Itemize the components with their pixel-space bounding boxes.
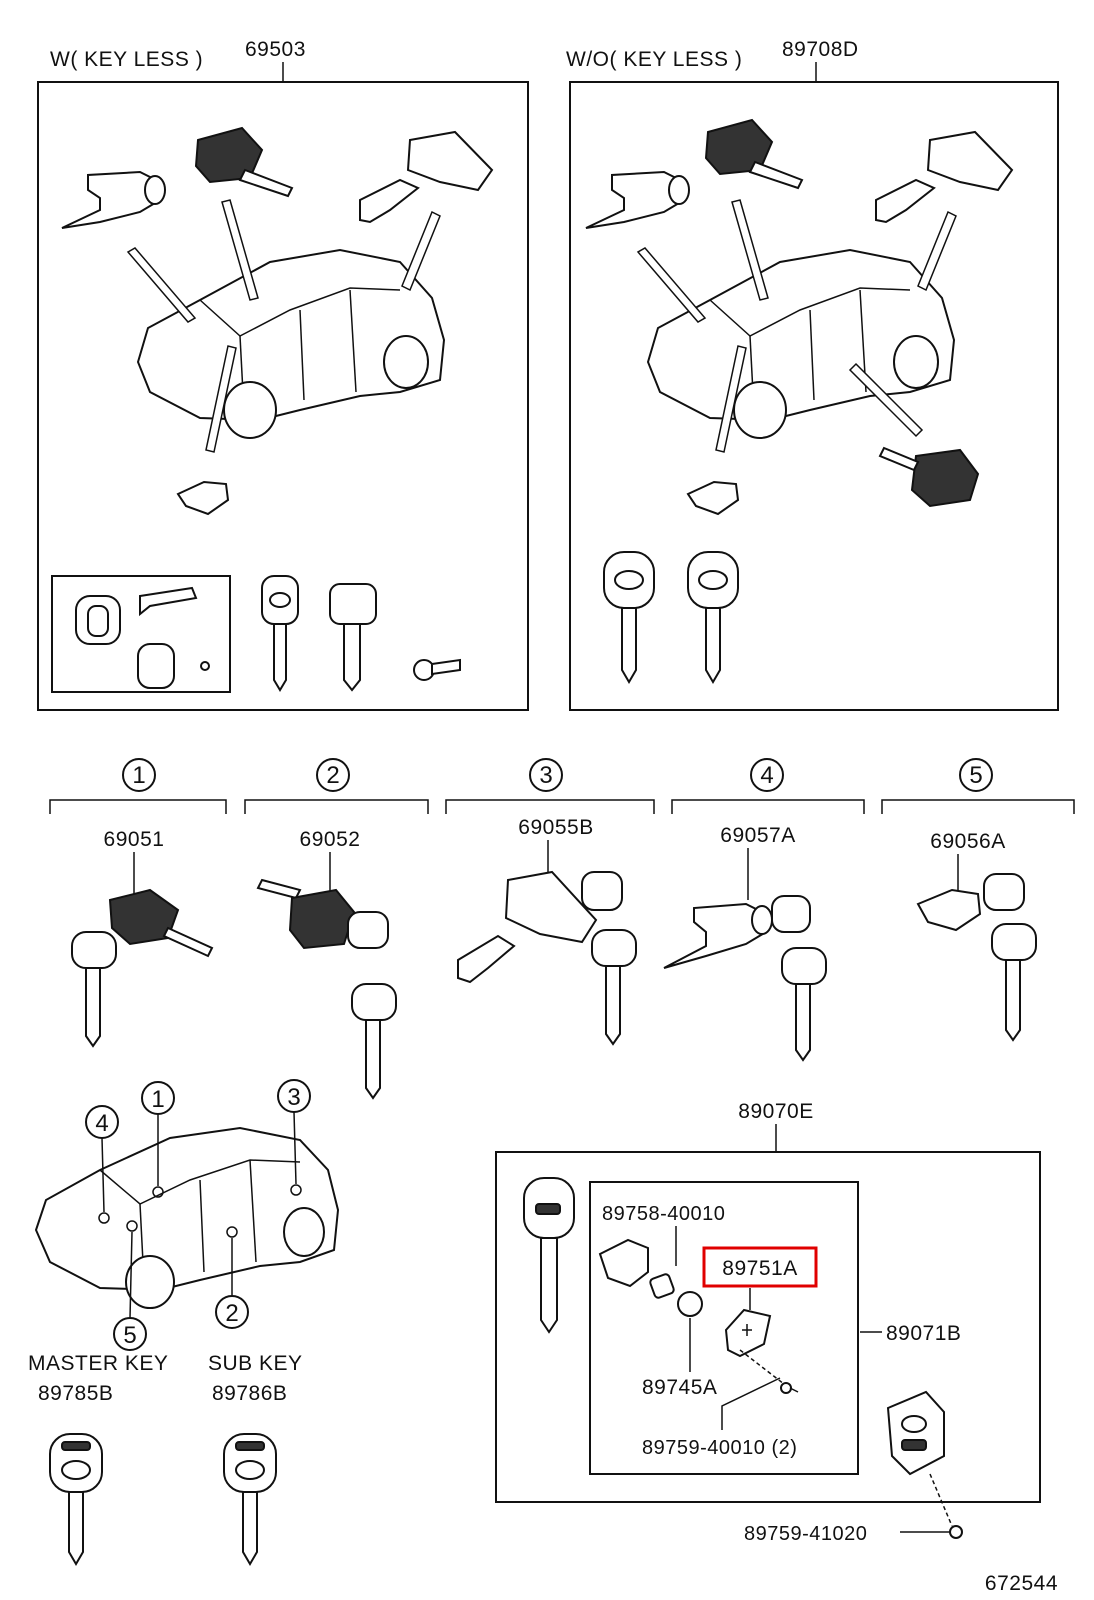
callout-1: 1 <box>132 762 145 789</box>
panel-without-keyless: W/O( KEY LESS ) 89708D <box>566 38 1059 711</box>
key-ring-icon <box>413 658 461 681</box>
car-callout-3: 3 <box>287 1084 300 1111</box>
set-2: 2 69052 <box>244 758 429 1100</box>
hatch-lock-icon <box>704 118 804 190</box>
master-key-icon <box>49 1433 103 1566</box>
housing-icon <box>598 1238 649 1288</box>
part-89759-41020: 89759-41020 <box>744 1523 867 1545</box>
part-89758-40010: 89758-40010 <box>602 1203 725 1225</box>
ignition-lock-icon <box>359 130 494 224</box>
set-3: 3 69055B <box>445 758 655 1046</box>
door-lock-assembly-icon <box>878 446 980 508</box>
part-number-69503: 69503 <box>245 38 306 61</box>
remote-screw-icon <box>949 1525 963 1539</box>
transmitter-frame <box>589 1181 859 1475</box>
glove-box-lock-icon <box>176 480 230 516</box>
key-icon <box>329 583 377 692</box>
key-parts-icon <box>75 586 210 689</box>
car-callout-1: 1 <box>151 1086 164 1113</box>
set-part-number: 69055B <box>518 816 593 839</box>
battery-icon <box>677 1291 703 1317</box>
callout-4: 4 <box>760 762 773 789</box>
set-5: 5 69056A <box>881 758 1075 1042</box>
cylinder-sets-row: 1 69051 2 69052 <box>49 758 1075 1100</box>
door-lock-set-icon <box>663 895 827 1062</box>
illustration-number: 672544 <box>985 1572 1058 1595</box>
sub-key-icon <box>687 551 739 684</box>
part-89071B: 89071B <box>886 1322 961 1345</box>
master-key-part: 89785B <box>38 1382 113 1405</box>
hatch-lock-icon <box>194 126 294 198</box>
arrow-icon <box>401 210 441 292</box>
panel-frame <box>37 81 529 711</box>
panel-frame <box>569 81 1059 711</box>
arrow-icon <box>917 210 957 292</box>
vehicle-location-diagram: 4 1 3 5 2 <box>34 1079 340 1351</box>
variant-label-no-keyless: W/O( KEY LESS ) <box>566 48 742 71</box>
set-part-number: 69057A <box>720 824 795 847</box>
set-1: 1 69051 <box>49 758 227 1048</box>
transmitter-board-icon <box>724 1308 772 1358</box>
key-parts-box <box>51 575 231 693</box>
set-part-number: 69051 <box>104 828 165 851</box>
glove-box-lock-icon <box>686 480 740 516</box>
set-part-number: 69056A <box>930 830 1005 853</box>
sub-key-label: SUB KEY <box>208 1352 303 1375</box>
sub-key-part: 89786B <box>212 1382 287 1405</box>
pad-icon <box>649 1273 675 1299</box>
ignition-lock-icon <box>875 130 1014 224</box>
door-lock-cylinder-icon <box>61 170 166 229</box>
assembly-frame <box>495 1151 1041 1503</box>
key-blank-icon <box>261 575 299 692</box>
arrow-icon <box>205 345 237 453</box>
arrow-icon <box>636 247 707 323</box>
part-number-89708D: 89708D <box>782 38 859 61</box>
door-lock-set-icon <box>256 878 397 1100</box>
highlight-box <box>702 1246 818 1288</box>
part-89745A: 89745A <box>642 1376 717 1399</box>
arrow-icon <box>731 199 769 301</box>
arrow-icon <box>126 247 197 323</box>
door-lock-cylinder-icon <box>585 170 690 229</box>
part-89759-40010: 89759-40010 (2) <box>642 1437 797 1459</box>
assembly-part-number: 89070E <box>738 1100 813 1123</box>
car-callout-5: 5 <box>123 1322 136 1349</box>
car-callout-2: 2 <box>225 1300 238 1327</box>
car-outline-icon <box>646 248 956 439</box>
callout-2: 2 <box>326 762 339 789</box>
set-4: 4 69057A <box>663 758 865 1062</box>
set-part-number: 69052 <box>300 828 361 851</box>
callout-3: 3 <box>539 762 552 789</box>
glove-box-lock-set-icon <box>916 873 1037 1042</box>
transmitter-assembly: 89070E 89758-40010 89751A <box>495 1100 1041 1545</box>
arrow-icon <box>848 362 924 438</box>
door-lock-set-icon <box>71 888 214 1048</box>
callout-5: 5 <box>969 762 982 789</box>
sub-key-icon <box>223 1433 277 1566</box>
variant-label-keyless: W( KEY LESS ) <box>50 48 203 71</box>
keys-group: MASTER KEY 89785B SUB KEY 89786B <box>28 1352 303 1566</box>
arrow-icon <box>221 199 259 301</box>
remote-cover-icon <box>886 1390 945 1476</box>
screw-icon <box>780 1382 799 1394</box>
part-89751A: 89751A <box>722 1257 797 1280</box>
ignition-lock-set-icon <box>457 870 637 1046</box>
car-callout-4: 4 <box>95 1110 108 1137</box>
panel-with-keyless: W( KEY LESS ) 69503 <box>37 38 529 711</box>
master-key-icon <box>603 551 655 684</box>
car-outline-icon <box>136 248 446 439</box>
transmitter-key-icon <box>523 1177 575 1334</box>
master-key-label: MASTER KEY <box>28 1352 168 1375</box>
arrow-icon <box>715 345 747 453</box>
